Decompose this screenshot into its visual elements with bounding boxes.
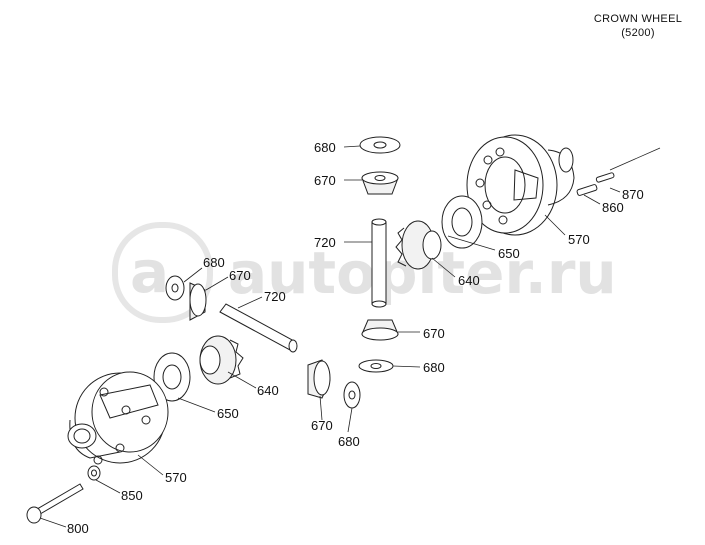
label-650-lower: 650 bbox=[217, 406, 239, 421]
diff-case-left-570 bbox=[67, 371, 169, 465]
thrust-washer-680-left bbox=[165, 275, 185, 301]
pinion-gear-670-left bbox=[189, 282, 207, 321]
bolt-800 bbox=[26, 483, 84, 524]
side-gear-640-upper bbox=[395, 220, 442, 270]
label-570-upper: 570 bbox=[568, 232, 590, 247]
label-650-upper: 650 bbox=[498, 246, 520, 261]
label-680-center: 680 bbox=[338, 434, 360, 449]
diff-case-right-570 bbox=[466, 134, 575, 236]
part-labels: 680 670 720 650 640 570 870 860 670 680 … bbox=[67, 140, 644, 536]
label-670-left: 670 bbox=[229, 268, 251, 283]
cross-shaft-720-vertical bbox=[371, 218, 387, 308]
thrust-washer-650-lower bbox=[153, 352, 191, 402]
pinion-gear-670-center bbox=[307, 359, 331, 399]
thrust-washer-680-center bbox=[343, 381, 361, 409]
label-680-top: 680 bbox=[314, 140, 336, 155]
label-670-top: 670 bbox=[314, 173, 336, 188]
label-670-center: 670 bbox=[311, 418, 333, 433]
pinion-gear-670-bottom bbox=[361, 319, 399, 341]
watermark-logo-frame bbox=[112, 222, 213, 323]
washer-850 bbox=[87, 465, 101, 481]
label-720-lower: 720 bbox=[264, 289, 286, 304]
pinion-gear-670-top bbox=[361, 171, 399, 195]
diagram-title: CROWN WHEEL (5200) bbox=[588, 13, 688, 39]
label-640-upper: 640 bbox=[458, 273, 480, 288]
label-850: 850 bbox=[121, 488, 143, 503]
thrust-washer-650-upper bbox=[441, 195, 483, 249]
side-gear-640-lower bbox=[199, 335, 244, 385]
thrust-washer-680-top bbox=[359, 136, 401, 154]
watermark-logo-letter: a bbox=[130, 238, 169, 306]
axis-line bbox=[609, 147, 661, 171]
pin-860 bbox=[576, 184, 598, 196]
thrust-washer-680-bottom bbox=[358, 359, 394, 373]
label-870: 870 bbox=[622, 187, 644, 202]
label-670-bottom: 670 bbox=[423, 326, 445, 341]
cross-shaft-720-diagonal bbox=[219, 303, 298, 353]
pin-870 bbox=[595, 172, 615, 183]
label-680-bottom: 680 bbox=[423, 360, 445, 375]
leader-lines bbox=[39, 145, 621, 528]
title-code: (5200) bbox=[621, 27, 655, 39]
label-570-lower: 570 bbox=[165, 470, 187, 485]
title-text: CROWN WHEEL bbox=[593, 13, 683, 25]
label-640-lower: 640 bbox=[257, 383, 279, 398]
label-680-left: 680 bbox=[203, 255, 225, 270]
label-720-upper: 720 bbox=[314, 235, 336, 250]
label-800: 800 bbox=[67, 521, 89, 536]
label-860: 860 bbox=[602, 200, 624, 215]
